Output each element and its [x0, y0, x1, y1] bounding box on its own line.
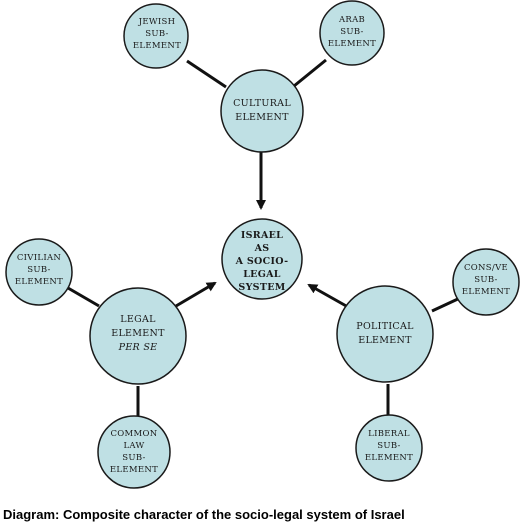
arrow-political-to-center — [307, 283, 349, 309]
node-label-line: ELEMENT — [110, 465, 158, 475]
edge-jewish-cultural — [186, 59, 227, 89]
node-jewish-sub-element: JEWISH SUB- ELEMENT — [123, 3, 189, 69]
node-label-line: LEGAL — [243, 269, 281, 280]
arrow-legal-to-center — [175, 281, 217, 308]
node-label-line: SUB- — [474, 275, 497, 285]
node-label-line: LIBERAL — [368, 429, 410, 439]
edge-consve-political — [431, 296, 461, 313]
node-arab-sub-element: ARAB SUB- ELEMENT — [319, 0, 385, 66]
node-label-line: SYSTEM — [238, 282, 285, 293]
node-label-line: ELEMENT — [235, 112, 289, 123]
node-label-line: LEGAL — [120, 314, 156, 325]
edge-arab-cultural — [293, 58, 327, 88]
node-label-line: SUB- — [145, 29, 168, 39]
node-label-line: CULTURAL — [233, 98, 291, 109]
node-label-line: ELEMENT — [15, 277, 63, 287]
node-label-line: SUB- — [27, 265, 50, 275]
node-label-line: COMMON — [110, 429, 157, 439]
diagram-canvas: ISRAEL AS A SOCIO- LEGAL SYSTEM CULTURAL… — [5, 0, 520, 489]
node-label-line: SUB- — [340, 27, 363, 37]
node-label-line: AS — [254, 243, 270, 254]
node-label-line: ELEMENT — [365, 453, 413, 463]
node-consve-sub-element: CONS/VE SUB- ELEMENT — [452, 248, 520, 316]
node-label-line: ELEMENT — [111, 328, 165, 339]
node-label-line: ELEMENT — [328, 39, 376, 49]
node-israel-socio-legal-system: ISRAEL AS A SOCIO- LEGAL SYSTEM — [221, 218, 303, 300]
node-label-line: CIVILIAN — [17, 253, 62, 263]
node-political-element: POLITICAL ELEMENT — [336, 285, 434, 383]
node-common-law-sub-element: COMMON LAW SUB- ELEMENT — [97, 415, 171, 489]
node-liberal-sub-element: LIBERAL SUB- ELEMENT — [355, 414, 423, 482]
node-label-line: ELEMENT — [462, 287, 510, 297]
node-label-line: JEWISH — [138, 17, 176, 27]
node-civilian-sub-element: CIVILIAN SUB- ELEMENT — [5, 238, 73, 306]
node-label-line: ELEMENT — [358, 335, 412, 346]
edge-civilian-legal — [67, 286, 100, 308]
node-cultural-element: CULTURAL ELEMENT — [220, 69, 304, 153]
node-label-line: ELEMENT — [133, 41, 181, 51]
diagram-caption: Diagram: Composite character of the soci… — [3, 507, 405, 522]
node-label-line: POLITICAL — [356, 321, 414, 332]
node-label-line: PER SE — [118, 342, 158, 353]
node-label-line: A SOCIO- — [235, 256, 289, 267]
node-label-line: SUB- — [122, 453, 145, 463]
node-label-line: ISRAEL — [241, 230, 283, 241]
node-label-line: SUB- — [377, 441, 400, 451]
node-label-line: ARAB — [338, 15, 365, 25]
node-label-line: LAW — [123, 441, 144, 451]
node-label-line: CONS/VE — [464, 263, 508, 273]
node-legal-element-per-se: LEGAL ELEMENT PER SE — [89, 287, 187, 385]
